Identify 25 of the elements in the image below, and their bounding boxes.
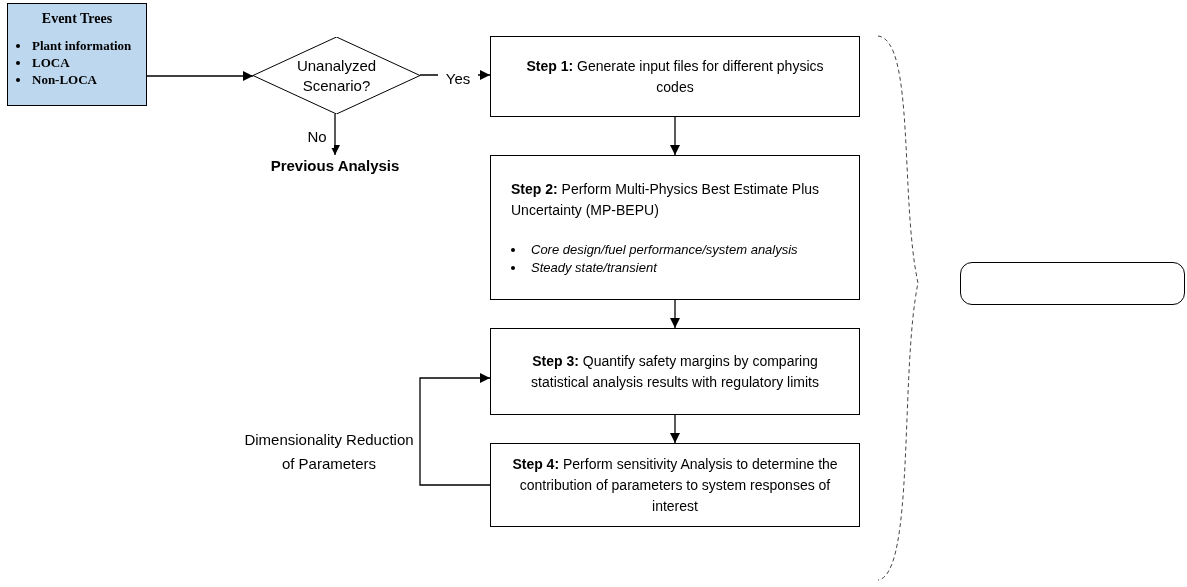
arrow <box>669 116 681 156</box>
arrow <box>669 414 681 444</box>
bullet-item: Plant information <box>32 37 132 54</box>
step-box <box>490 443 860 527</box>
empty-box <box>960 262 1185 305</box>
step-text: Step 2: Perform Multi-Physics Best Estimate Plus Uncertainty (MP-BEPU) <box>511 179 821 220</box>
arrow <box>146 70 254 82</box>
step-text: Step 4: Perform sensitivity Analysis to determine the contribution of parameters to system responses of interest <box>511 454 839 516</box>
arrow <box>669 299 681 329</box>
bullet-item: Non-LOCA <box>32 71 97 88</box>
arrow <box>419 372 491 486</box>
step-text: Step 3: Quantify safety margins by comparing statistical analysis results with regulatory limits <box>530 351 820 392</box>
decision-text: Unanalyzed Scenario? <box>295 55 378 96</box>
event-trees-box <box>7 3 147 106</box>
decision-diamond <box>253 37 420 114</box>
result-text: Previous Analysis <box>250 155 420 177</box>
bullet-item: LOCA <box>32 54 70 71</box>
step-text: Step 1: Generate input files for different physics codes <box>525 56 825 97</box>
step-box <box>490 155 860 300</box>
step-box <box>490 36 860 117</box>
bullet-item: Steady state/transient <box>531 258 657 277</box>
bullet-item: Core design/fuel performance/system analysis <box>531 240 798 259</box>
box-heading: Event Trees <box>40 10 114 28</box>
step-box <box>490 328 860 415</box>
arrow <box>329 113 341 156</box>
